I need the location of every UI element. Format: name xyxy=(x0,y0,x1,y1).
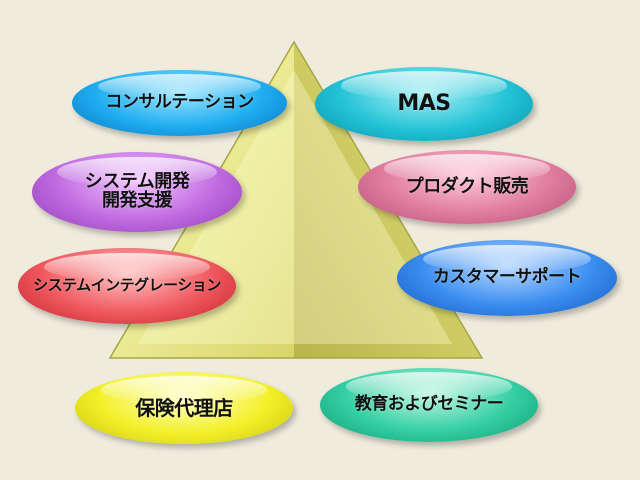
pill-education-seminars-label: 教育およびセミナー xyxy=(354,394,504,415)
pill-insurance-agency[interactable]: 保険代理店 xyxy=(75,372,293,444)
pill-system-integration-label: システムインテグレーション xyxy=(33,276,221,295)
pill-customer-support[interactable]: カスタマーサポート xyxy=(397,240,617,316)
pill-mas-label: MAS xyxy=(397,91,451,117)
pill-customer-support-label: カスタマーサポート xyxy=(432,267,582,288)
pill-product-sales-label: プロダクト販売 xyxy=(405,175,529,197)
pill-system-development[interactable]: システム開発 開発支援 xyxy=(32,152,242,232)
pill-insurance-agency-label: 保険代理店 xyxy=(135,395,233,420)
pill-education-seminars[interactable]: 教育およびセミナー xyxy=(320,368,538,442)
pill-consultation[interactable]: コンサルテーション xyxy=(72,70,287,136)
pill-product-sales[interactable]: プロダクト販売 xyxy=(358,150,576,224)
pill-system-integration[interactable]: システムインテグレーション xyxy=(18,248,236,324)
pill-mas[interactable]: MAS xyxy=(315,67,533,141)
pill-system-development-label: システム開発 開発支援 xyxy=(84,171,190,211)
pill-consultation-label: コンサルテーション xyxy=(105,92,254,113)
